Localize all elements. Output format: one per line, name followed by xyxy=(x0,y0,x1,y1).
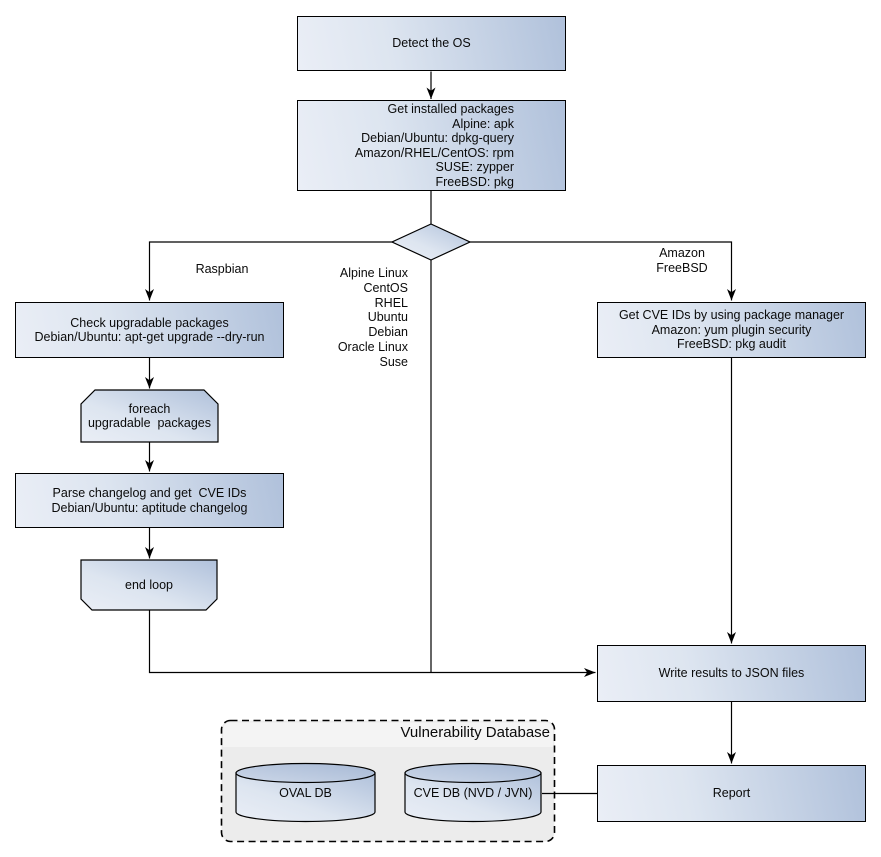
connector-diamond-to-check-upgradable xyxy=(145,241,393,301)
oval-db-cylinder xyxy=(235,762,376,823)
cve-db-cylinder xyxy=(404,762,542,823)
connector-endloop-to-write-results xyxy=(148,610,596,677)
branch-label-raspbian: Raspbian xyxy=(195,262,249,276)
os-decision-diamond xyxy=(390,223,472,261)
foreach-loop-shape xyxy=(80,389,219,443)
node-get-installed-packages: Get installed packages Alpine: apk Debia… xyxy=(297,100,566,191)
node-check-upgradable-packages: Check upgradable packages Debian/Ubuntu:… xyxy=(15,302,284,358)
branch-label-os-list: Alpine Linux CentOS RHEL Ubuntu Debian O… xyxy=(337,266,408,369)
node-report: Report xyxy=(597,765,866,822)
connector-diamond-to-get-cve xyxy=(469,241,736,301)
node-get-cve-ids: Get CVE IDs by using package manager Ama… xyxy=(597,302,866,358)
end-loop-shape xyxy=(80,559,218,611)
vulnerability-database-title: Vulnerability Database xyxy=(400,724,550,741)
node-detect-os: Detect the OS xyxy=(297,16,566,71)
panel-title-band xyxy=(223,722,553,747)
branch-label-amazon-freebsd: Amazon FreeBSD xyxy=(656,246,708,275)
node-parse-changelog: Parse changelog and get CVE IDs Debian/U… xyxy=(15,473,284,528)
node-write-results: Write results to JSON files xyxy=(597,645,866,702)
